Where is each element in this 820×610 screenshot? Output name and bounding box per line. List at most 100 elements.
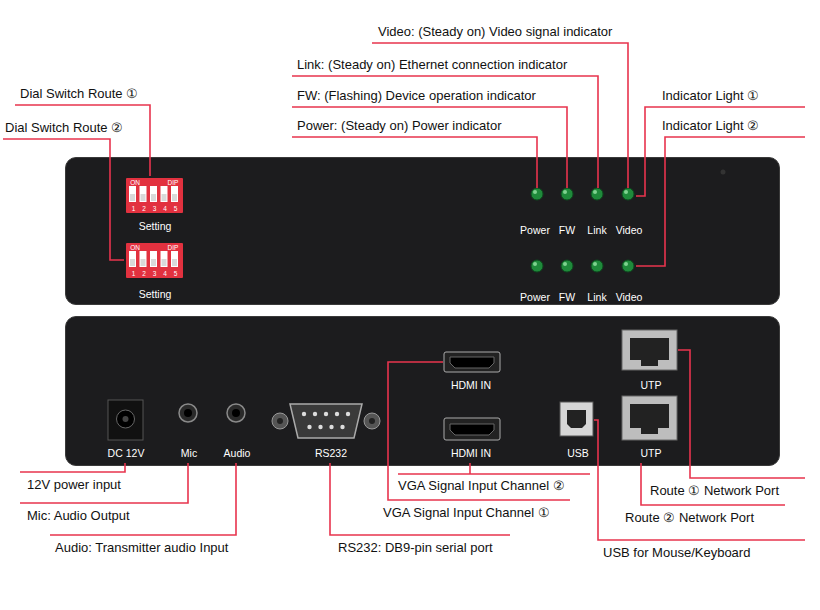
led-highlight — [533, 262, 537, 266]
switch-knob — [141, 259, 146, 266]
leader-line — [15, 105, 150, 176]
panel-label: Video — [616, 224, 643, 237]
dip-switch-tabs — [129, 186, 178, 267]
callout-label: Dial Switch Route ② — [5, 120, 123, 135]
led — [591, 188, 603, 200]
led-highlight — [563, 262, 567, 266]
switch-tab — [161, 251, 168, 267]
mic-jack-hole — [184, 409, 192, 417]
callout-label: Dial Switch Route ① — [20, 86, 138, 101]
hdmi-socket — [450, 357, 494, 368]
switch-knob — [172, 194, 177, 201]
leader-line — [292, 107, 567, 188]
leader-line — [292, 76, 598, 188]
callout-label: Route ② Network Port — [625, 510, 754, 525]
db9-screw-hole — [277, 418, 283, 424]
pin — [346, 412, 350, 416]
panel-label: Setting — [139, 288, 172, 301]
switch-label: 5 — [174, 270, 178, 277]
mic-jack — [179, 404, 197, 422]
callout-label: Link: (Steady on) Ethernet connection in… — [297, 57, 567, 72]
hdmi-port — [444, 352, 500, 372]
led-highlight — [593, 262, 597, 266]
switch-label: ON — [130, 179, 140, 186]
dc-jack — [108, 400, 143, 440]
switch-label: 1 — [132, 270, 136, 277]
led — [531, 188, 543, 200]
pin — [307, 425, 311, 429]
switch-knob — [141, 194, 146, 201]
led — [622, 188, 634, 200]
callout-label: Route ① Network Port — [650, 483, 779, 498]
callout-label: Indicator Light ① — [662, 88, 759, 103]
panel-label: Link — [587, 224, 606, 237]
switch-label: 1 — [132, 205, 136, 212]
leader-line — [641, 463, 785, 505]
hdmi-port — [444, 418, 500, 440]
panel-label: Mic — [181, 447, 197, 460]
db9-shell — [290, 404, 362, 438]
switch-tab — [150, 251, 157, 267]
panel-label: FW — [559, 291, 575, 304]
switch-knob — [172, 259, 177, 266]
switch-label: 5 — [174, 205, 178, 212]
panel-label: Video — [616, 291, 643, 304]
led — [561, 260, 573, 272]
panel-label: HDMI IN — [451, 447, 491, 460]
switch-tab — [140, 186, 147, 202]
led — [561, 188, 573, 200]
switch-knob — [151, 194, 156, 201]
leader-line — [3, 139, 124, 260]
dc-jack-hole — [117, 410, 135, 428]
leader-line — [678, 350, 805, 478]
leader-line — [636, 107, 805, 196]
pin — [324, 412, 328, 416]
led — [591, 260, 603, 272]
panel-label: FW — [559, 224, 575, 237]
callout-label: 12V power input — [27, 477, 121, 492]
led-highlight — [563, 190, 567, 194]
panel-label: UTP — [641, 379, 662, 392]
panel-label: USB — [567, 447, 589, 460]
leader-line — [636, 137, 805, 266]
db9-screw — [272, 413, 288, 429]
switch-knob — [162, 194, 167, 201]
callout-label: VGA Signal Input Channel ① — [383, 505, 550, 520]
pin — [335, 412, 339, 416]
led — [531, 260, 543, 272]
pin — [329, 425, 333, 429]
leader-line — [50, 463, 236, 535]
rj45-port — [622, 330, 677, 370]
switch-label: 4 — [163, 270, 167, 277]
panel-label: Power — [520, 291, 550, 304]
dc-jack-pin — [123, 416, 129, 422]
switch-label: 2 — [142, 270, 146, 277]
pin — [318, 425, 322, 429]
front-panel: SettingSettingPowerFWLinkVideoPowerFWLin… — [65, 157, 780, 305]
callout-label: Power: (Steady on) Power indicator — [297, 118, 501, 133]
audio-jack-hole — [232, 409, 240, 417]
callout-label: Video: (Steady on) Video signal indicato… — [378, 24, 612, 39]
switch-label: DIP — [168, 244, 179, 251]
panel-dot — [721, 170, 726, 175]
panel-label: Setting — [139, 220, 172, 233]
rj45-socket — [630, 338, 669, 366]
callout-label: Audio: Transmitter audio Input — [55, 540, 228, 555]
switch-knob — [130, 259, 135, 266]
db9-screw-hole — [369, 418, 375, 424]
switch-label: ON — [130, 244, 140, 251]
switch-tab — [171, 186, 178, 202]
callout-label: FW: (Flashing) Device operation indicato… — [297, 88, 536, 103]
led — [622, 260, 634, 272]
leader-line — [388, 362, 570, 500]
switch-tab — [171, 251, 178, 267]
callout-label: USB for Mouse/Keyboard — [603, 545, 750, 560]
usb-socket — [567, 410, 586, 428]
switch-tab — [150, 186, 157, 202]
leader-line — [20, 463, 188, 503]
callout-label: VGA Signal Input Channel ② — [398, 478, 565, 493]
callout-label: Indicator Light ② — [662, 118, 759, 133]
pin — [302, 412, 306, 416]
hdmi-socket — [450, 424, 494, 435]
